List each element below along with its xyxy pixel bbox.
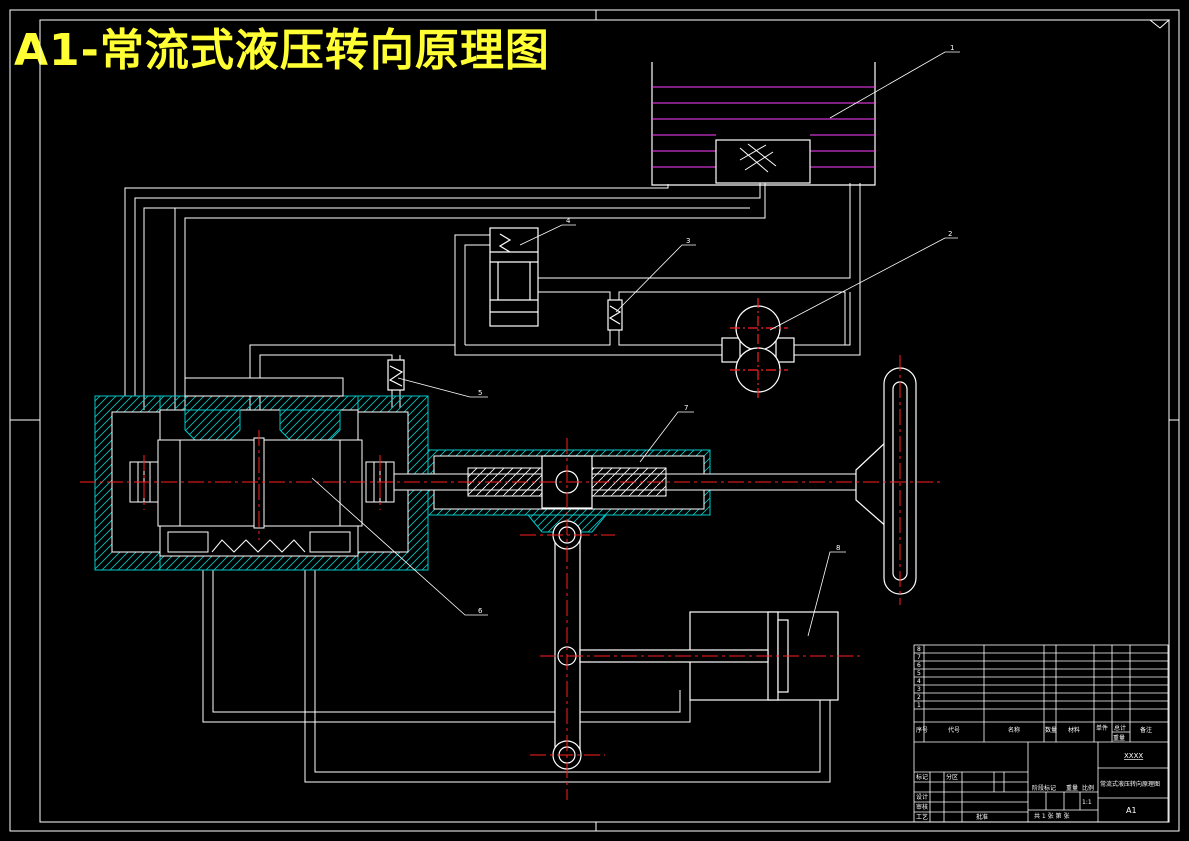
hydraulic-pump [721, 298, 795, 400]
oil-reservoir [651, 62, 876, 186]
hydraulic-lines [124, 183, 861, 783]
callout-4: 4 [566, 217, 571, 225]
craft-label: 工艺 [916, 813, 928, 821]
col-material: 材料 [1068, 726, 1080, 734]
col-code: 代号 [948, 726, 960, 734]
centerlines [80, 355, 940, 800]
drawing-frame [9, 9, 1180, 832]
col-weight: 重量 [1113, 734, 1125, 742]
parts-row-7: 7 [917, 654, 921, 661]
steering-gear [393, 449, 857, 533]
safety-valve-5 [387, 359, 405, 391]
callout-5: 5 [478, 389, 482, 397]
parts-row-6: 6 [917, 662, 921, 669]
parts-row-4: 4 [917, 678, 921, 685]
steering-wheel [855, 367, 917, 595]
scale: 1:1 [1082, 799, 1092, 806]
sheet-size: A1 [1126, 806, 1137, 815]
callout-3: 3 [686, 237, 690, 245]
approve-label: 批准 [976, 813, 988, 821]
callouts: 1 2 3 4 5 6 7 8 [478, 44, 954, 615]
leader-lines [311, 51, 960, 637]
stage-mark: 阶段标记 [1032, 784, 1056, 792]
callout-2: 2 [948, 230, 952, 238]
col-name: 名称 [1008, 726, 1020, 734]
parts-row-8: 8 [917, 646, 921, 653]
title-block: 8 7 6 5 4 3 2 1 序号 代号 名称 数量 材料 单件 总计 重量 … [913, 644, 1169, 823]
col-seq: 序号 [916, 726, 928, 734]
check-valve-3 [607, 299, 623, 331]
drawing-code: XXXX [1124, 752, 1143, 760]
design-label: 设计 [916, 793, 928, 801]
callout-8: 8 [836, 544, 840, 552]
parts-row-2: 2 [917, 694, 921, 701]
parts-row-3: 3 [917, 686, 921, 693]
control-valve-body [94, 377, 429, 571]
col-weight-total: 总计 [1114, 724, 1126, 732]
check-label: 审核 [916, 803, 928, 811]
drawing-title: A1-常流式液压转向原理图 [14, 25, 550, 76]
flow-control-valve [489, 227, 539, 327]
parts-row-1: 1 [917, 702, 921, 709]
col-note: 备注 [1140, 726, 1152, 734]
mark-label: 标记 [916, 773, 928, 781]
parts-row-5: 5 [917, 670, 921, 677]
col-qty: 数量 [1045, 726, 1057, 734]
drawing-name: 常流式液压转向原理图 [1100, 780, 1160, 788]
weight-label: 重量 [1066, 784, 1078, 792]
callout-1: 1 [950, 44, 954, 52]
sheet-info: 共 1 张 第 张 [1034, 812, 1069, 820]
callout-7: 7 [684, 404, 688, 412]
zone-label: 分区 [946, 773, 958, 781]
col-weight-single: 单件 [1096, 724, 1108, 732]
ratio-label: 比例 [1082, 784, 1094, 792]
callout-6: 6 [478, 607, 483, 615]
